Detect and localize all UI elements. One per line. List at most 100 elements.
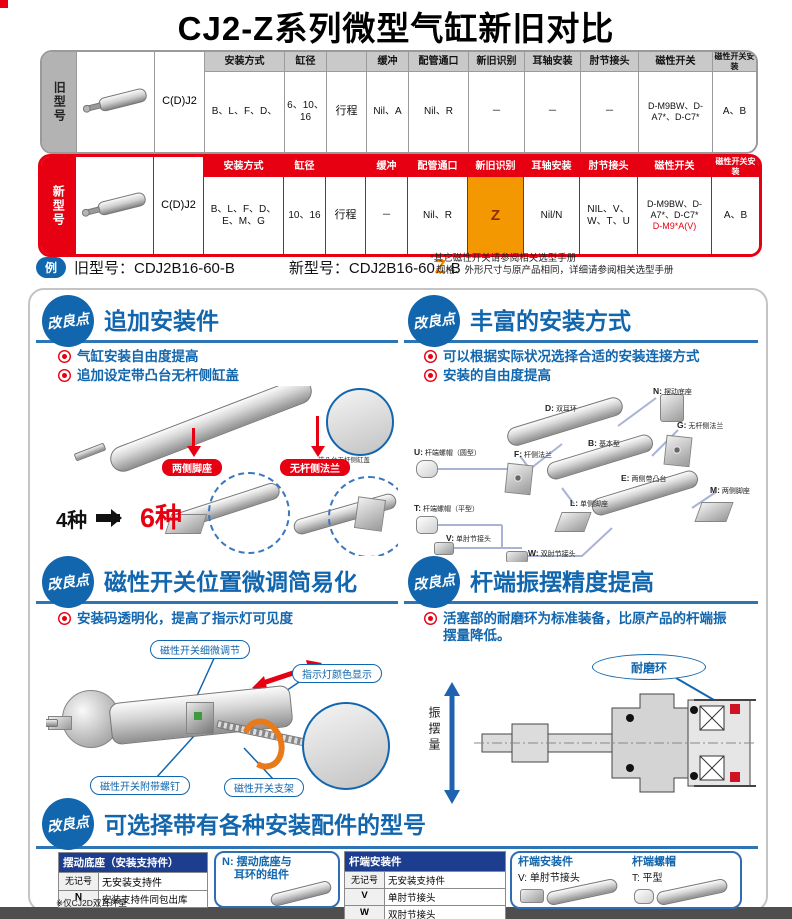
header-port: 配管通口: [408, 52, 468, 72]
wear-ring-label: 耐磨环: [592, 654, 706, 680]
section2-underline: [404, 340, 758, 343]
old-trunnion: －: [524, 72, 580, 152]
section4-illustration: 耐磨环: [424, 648, 758, 806]
target-icon: [58, 350, 71, 363]
rod-end-left: 杆端安装件 V: 单肘节接头: [512, 853, 624, 907]
table-row: 无记号 无安装支持件: [59, 872, 207, 890]
item-b: B: 基本型: [588, 438, 620, 449]
desc-cell: 无安装支持件: [388, 876, 446, 887]
item-n: N: 摆动底座: [653, 386, 692, 397]
item-key: M:: [710, 485, 720, 495]
header-mount: 安装方式: [204, 52, 284, 72]
example-new-label: 新型号：: [288, 260, 349, 277]
old-id: －: [468, 72, 524, 152]
old-cushion: Nil、A: [366, 72, 408, 152]
deflection-axis-label: 振摆量: [427, 706, 441, 754]
old-model-code: C(D)J2: [154, 52, 204, 152]
new-row-label: 新型号: [41, 157, 75, 254]
example-new-prefix: CDJ2B16-60: [348, 260, 435, 277]
item-t: T: 杆端螺帽（平型）: [414, 503, 479, 514]
example-new-z: Z: [434, 257, 446, 277]
red-connector: [316, 416, 319, 446]
section4-bullet-1: 活塞部的耐磨环为标准装备，比原产品的杆端振摆量降低。: [424, 611, 734, 645]
new-switch-extra: D-M9*A(V): [652, 221, 697, 232]
flange-pill: 无杆侧法兰: [280, 459, 350, 476]
item-key: G:: [677, 420, 687, 430]
cross-section-drawing: [444, 677, 756, 804]
flat-nut-part: [634, 889, 654, 904]
old-model-table: 旧型号 C(D)J2 安装方式 缸径 缓冲 配管通口 新旧识别 耳轴安装 肘节接…: [40, 50, 758, 154]
old-mount: B、L、F、D、: [204, 72, 284, 152]
new-switch: D-M9BW、D-A7*、D-C7* D-M9*A(V): [637, 177, 711, 254]
item-text: 双耳环: [555, 406, 577, 413]
target-icon: [58, 369, 71, 382]
section1-bullet-1: 气缸安装自由度提高: [58, 349, 199, 366]
swivel-base-box: N: 摆动底座与 耳环的组件: [214, 851, 340, 908]
item-key: V:: [446, 533, 455, 543]
item-key: F:: [514, 449, 523, 459]
table-row: 无记号 无安装支持件: [345, 871, 505, 888]
arrow-right-icon: [96, 509, 122, 527]
item-key: L:: [570, 498, 579, 508]
new-switch-mount: A、B: [711, 177, 759, 254]
down-arrow: [187, 446, 201, 457]
new-stroke: 行程: [325, 177, 365, 254]
item-text: 双肘节接头: [540, 551, 576, 558]
desc-cell: 双肘节接头: [388, 910, 436, 919]
detail-circle-left: [208, 472, 290, 554]
item-u: U: 杆端螺帽（圆型）: [414, 447, 481, 458]
table-row: W 双肘节接头: [345, 905, 505, 919]
target-icon: [424, 612, 437, 625]
header-knuckle: 肘节接头: [579, 157, 637, 177]
new-knuckle: NIL、V、W、T、U: [579, 177, 637, 254]
target-icon: [58, 612, 71, 625]
item-text: 杆端螺帽（平型）: [423, 506, 480, 513]
table-row: N 安装支持件同包出库: [59, 890, 207, 907]
item-text: 单侧脚座: [579, 501, 608, 508]
cylinder-icon: [81, 191, 146, 217]
header-stroke: [326, 52, 366, 72]
item-text: 杆端螺帽（圆型）: [424, 450, 481, 457]
item-key: D:: [545, 403, 554, 413]
new-model-table: 新型号 C(D)J2 安装方式 缸径 缓冲 配管通口 新旧识别 耳轴安装 肘节接…: [38, 154, 762, 257]
item-key: B:: [588, 438, 597, 448]
hole: [673, 446, 681, 454]
connector-lines: [430, 397, 717, 557]
code-cell: 无记号: [345, 872, 385, 888]
section1-illustration: 带凸台无杆侧缸盖 两侧脚座 无杆侧法兰 4种 6种: [40, 386, 398, 556]
box-v-text: V: 单肘节接头: [518, 873, 580, 884]
footnotes: *其它磁性开关请参阅相关选型手册 规格、外形尺寸与原产品相同，详细请参阅相关选型…: [430, 253, 674, 277]
section4-title: 杆端振摆精度提高: [470, 569, 654, 595]
new-cylinder-image: [75, 157, 153, 254]
rod-end-table: 杆端安装件 无记号 无安装支持件 V 单肘节接头 W 双肘节接头: [344, 851, 506, 919]
item-l: L: 单侧脚座: [570, 498, 608, 509]
new-mount: B、L、F、D、E、M、G: [203, 177, 283, 254]
box-n-line2: 耳环的组件: [234, 869, 289, 881]
item-v: V: 单肘节接头: [446, 533, 491, 544]
target-icon: [424, 369, 437, 382]
header-switch: 磁性开关: [638, 52, 712, 72]
desc-cell: 单肘节接头: [388, 893, 436, 904]
piston-rod: [73, 442, 107, 462]
box-t-heading: 杆端螺帽: [632, 856, 676, 868]
footnote-1: *其它磁性开关请参阅相关选型手册: [430, 253, 577, 264]
item-key: U:: [414, 447, 423, 457]
nut-u-part: [416, 460, 438, 478]
header-trunnion: 耳轴安装: [523, 157, 579, 177]
old-stroke: 行程: [326, 72, 366, 152]
header-switch: 磁性开关: [637, 157, 711, 177]
header-switch-mount: 磁性开关安装: [712, 52, 756, 72]
cylinder-icon: [82, 88, 147, 113]
header-port: 配管通口: [407, 157, 467, 177]
new-port: Nil、R: [407, 177, 467, 254]
red-connector: [192, 428, 195, 446]
header-switch-mount: 磁性开关安装: [711, 157, 759, 177]
item-g: G: 无杆侧法兰: [677, 420, 723, 431]
code-cell: V: [345, 889, 385, 905]
item-d: D: 双耳环: [545, 403, 577, 414]
header-bore: 缸径: [284, 52, 326, 72]
table-b-header: 杆端安装件: [345, 852, 505, 871]
example-old-value: CDJ2B16-60-B: [134, 260, 235, 277]
page-title: CJ2-Z系列微型气缸新旧对比: [177, 10, 615, 47]
